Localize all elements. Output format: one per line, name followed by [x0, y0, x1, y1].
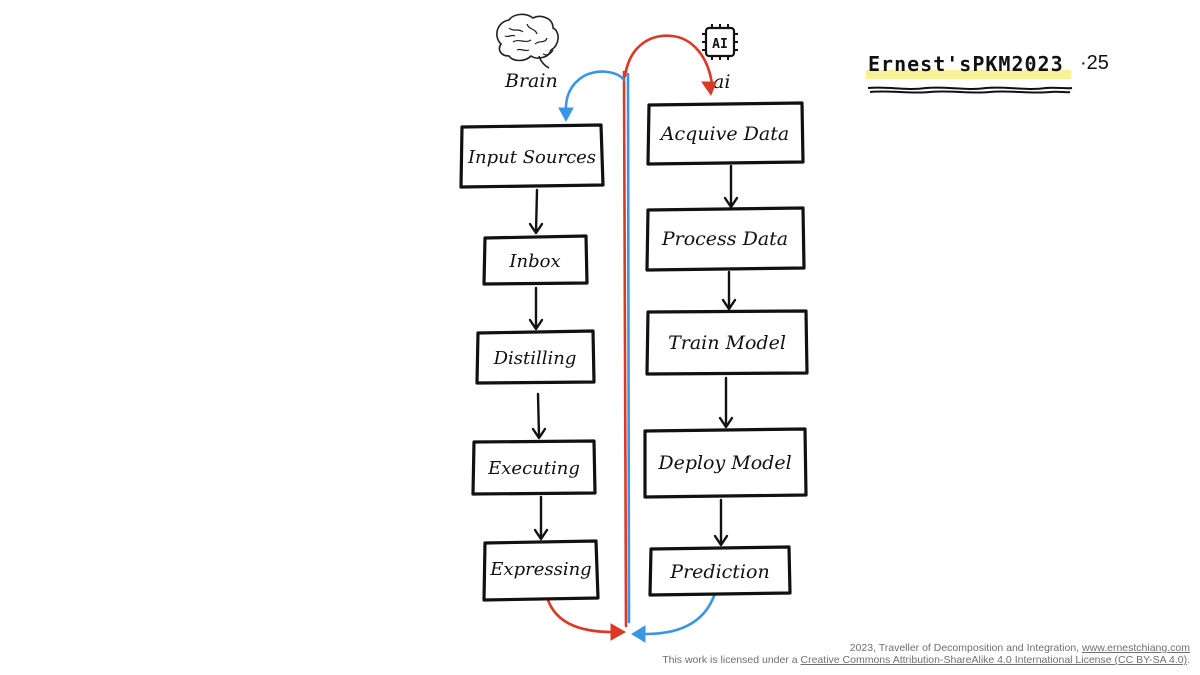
blue-top-arrowhead — [558, 107, 574, 123]
ai-step-deploy-model-label: Deploy Model — [657, 452, 791, 474]
brain-step-expressing-label: Expressing — [489, 559, 591, 580]
footer-license-suffix: . — [1187, 654, 1190, 666]
brain-step-executing: Executing — [471, 439, 597, 496]
red-divider-line — [622, 70, 628, 628]
red-bottom-arc — [546, 598, 614, 634]
ai-step-train-model: Train Model — [645, 309, 809, 376]
chip-icon-text: AI — [712, 37, 728, 52]
ai-step-prediction-label: Prediction — [669, 561, 769, 583]
title-number: ·25 — [1080, 52, 1109, 74]
brain-step-distilling-label: Distilling — [493, 348, 577, 369]
footer-credit-text: 2023, Traveller of Decomposition and Int… — [849, 642, 1083, 654]
red-top-arrowhead — [701, 81, 717, 97]
website-link[interactable]: www.ernestchiang.com — [1082, 642, 1190, 654]
red-top-arc — [623, 34, 714, 86]
title-highlight — [866, 70, 1071, 79]
ai-step-process-data: Process Data — [645, 206, 806, 272]
brain-arrow-3 — [531, 392, 547, 440]
footer-license: This work is licensed under a Creative C… — [662, 654, 1190, 666]
blue-bottom-arc — [644, 588, 718, 636]
blue-divider-line — [626, 72, 631, 624]
ai-arrow-2 — [721, 270, 737, 311]
footer-license-text: This work is licensed under a — [662, 654, 801, 666]
ai-arrow-1 — [723, 164, 739, 209]
red-bottom-arrowhead — [610, 623, 627, 641]
ai-step-acquire-data: Acquive Data — [646, 101, 805, 166]
ai-step-prediction: Prediction — [648, 545, 792, 597]
brain-arrow-4 — [533, 495, 549, 541]
brain-arrow-1 — [528, 188, 544, 235]
blue-bottom-arrowhead — [631, 625, 646, 643]
blue-top-arc — [564, 70, 626, 114]
brain-label: Brain — [504, 70, 558, 92]
ai-arrow-4 — [713, 498, 729, 547]
chip-icon: AI — [702, 24, 738, 60]
title-badge: Ernest'sPKM2023 ·25 — [866, 48, 1116, 98]
brain-icon — [496, 13, 559, 69]
brain-step-executing-label: Executing — [487, 458, 580, 479]
ai-step-acquire-data-label: Acquive Data — [659, 123, 789, 145]
ai-step-train-model-label: Train Model — [668, 332, 786, 354]
ai-step-process-data-label: Process Data — [661, 228, 788, 250]
brain-step-input-sources: Input Sources — [459, 123, 605, 189]
ai-step-deploy-model: Deploy Model — [643, 427, 808, 499]
brain-arrow-2 — [528, 286, 544, 331]
ai-label: ai — [713, 71, 730, 93]
license-link[interactable]: Creative Commons Attribution-ShareAlike … — [800, 654, 1188, 666]
footer-credit: 2023, Traveller of Decomposition and Int… — [850, 642, 1190, 654]
ai-arrow-3 — [718, 376, 734, 429]
brain-step-distilling: Distilling — [475, 329, 596, 385]
brain-step-inbox-label: Inbox — [508, 251, 560, 272]
brain-step-inbox: Inbox — [482, 234, 589, 286]
brain-step-input-sources-label: Input Sources — [467, 147, 596, 168]
brain-step-expressing: Expressing — [482, 539, 600, 602]
title-text: Ernest'sPKM2023 — [868, 52, 1064, 76]
title-underline-scribble — [867, 86, 1073, 94]
